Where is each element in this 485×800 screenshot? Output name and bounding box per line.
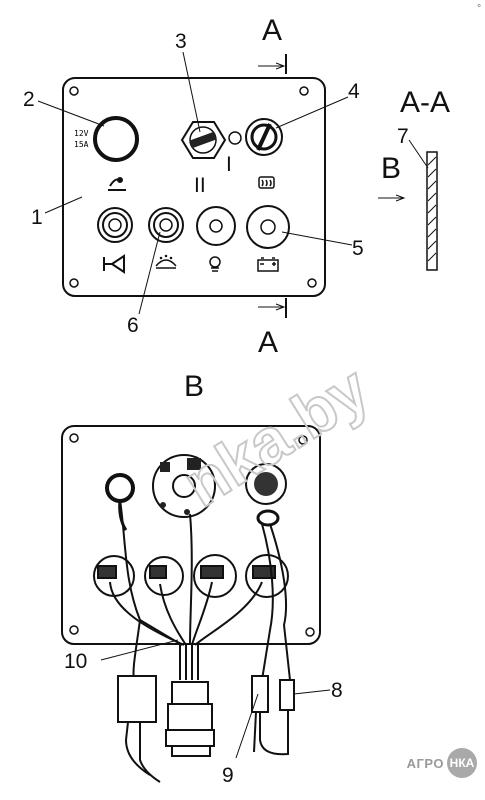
washer-button xyxy=(148,207,184,243)
callout-2: 2 xyxy=(23,88,35,111)
section-plate xyxy=(426,151,438,271)
callout-8: 8 xyxy=(331,679,343,702)
callout-6: 6 xyxy=(127,314,139,337)
connector-9 xyxy=(251,675,269,713)
section-hatch xyxy=(427,156,437,262)
view-b-arrow-label: B xyxy=(381,152,401,185)
rear-wiring-view: B xyxy=(61,370,321,783)
toggle-switch-rear xyxy=(245,463,287,505)
fuse-current-label: 15A xyxy=(74,140,89,149)
section-title: A-A xyxy=(400,86,450,119)
mounting-hole xyxy=(305,627,315,637)
battery-icon xyxy=(257,257,279,272)
horn-button xyxy=(97,207,133,243)
callout-9: 9 xyxy=(222,764,234,787)
lamp-button xyxy=(196,206,236,246)
callout-10: 10 xyxy=(64,650,87,673)
callout-1: 1 xyxy=(31,206,43,229)
rear-defrost-icon xyxy=(258,176,275,189)
mounting-hole xyxy=(69,625,79,635)
section-view: A-A B xyxy=(378,86,450,271)
lamp-icon xyxy=(209,256,221,272)
callout-5: 5 xyxy=(352,237,364,260)
horn-icon xyxy=(103,254,125,274)
battery-button xyxy=(246,205,290,249)
callout-7: 7 xyxy=(397,125,409,148)
section-mark-bottom: A xyxy=(258,326,278,359)
view-b-title: B xyxy=(184,370,204,403)
mounting-hole xyxy=(298,435,308,445)
rotary-switch-knob xyxy=(189,131,217,149)
front-panel-view: 12V 15A I II xyxy=(62,14,326,359)
agronka-logo: АГРО НКА xyxy=(407,748,477,778)
mounting-hole xyxy=(69,86,79,96)
connector-8 xyxy=(279,679,295,711)
mounting-hole xyxy=(307,278,317,288)
connector-housing-left xyxy=(117,675,157,723)
washer-icon xyxy=(155,254,177,269)
button-rear-row xyxy=(93,554,289,598)
toggle-switch-ring xyxy=(245,118,283,156)
fuse-socket xyxy=(93,116,139,162)
indicator-lamp xyxy=(228,131,242,145)
wiper-icon xyxy=(108,177,126,191)
switch-position-2: II xyxy=(194,174,206,197)
section-mark-top: A xyxy=(262,14,282,47)
front-panel-plate xyxy=(62,77,326,297)
mounting-hole xyxy=(69,278,79,288)
switch-position-1: I xyxy=(226,153,232,176)
callouts xyxy=(37,51,429,759)
mounting-hole xyxy=(69,433,79,443)
rotary-switch-hex xyxy=(180,121,227,159)
callout-3: 3 xyxy=(175,30,187,53)
logo-text: АГРО xyxy=(406,755,444,771)
toggle-switch-inner xyxy=(250,123,278,151)
corner-mark: ◦ xyxy=(477,0,481,12)
rotary-switch-body xyxy=(189,126,217,154)
main-connector-plug xyxy=(165,681,215,757)
logo-badge: НКА xyxy=(447,748,477,778)
rotary-switch-rear xyxy=(152,454,216,518)
toggle-switch-lever xyxy=(256,123,272,151)
fuse-voltage-label: 12V xyxy=(74,129,89,138)
mounting-hole xyxy=(299,86,309,96)
wire-harness xyxy=(109,499,291,681)
callout-4: 4 xyxy=(348,80,360,103)
